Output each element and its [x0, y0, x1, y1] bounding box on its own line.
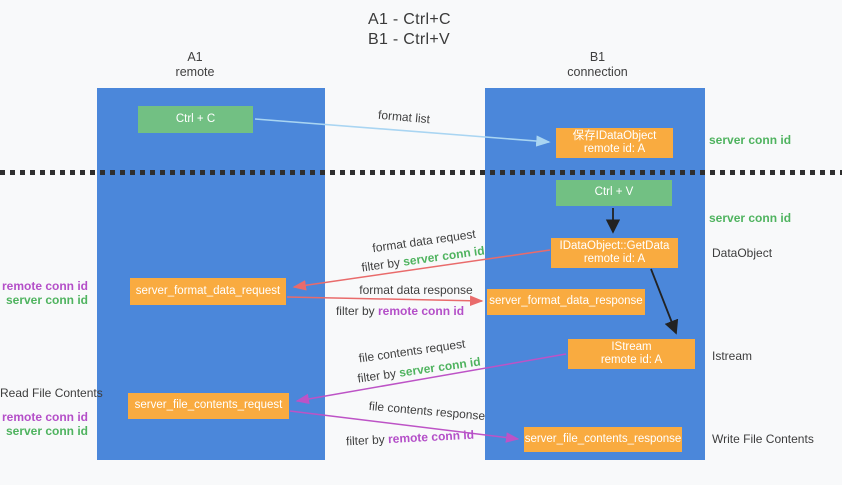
filter-prefix: filter by — [345, 432, 386, 449]
node-ctrl-c-label: Ctrl + C — [175, 112, 216, 125]
column-b1-name: B1 — [589, 50, 606, 64]
node-getdata-line1: IDataObject::GetData — [559, 239, 670, 252]
edge-label-format-list: format list — [377, 107, 431, 127]
node-ctrl-c: Ctrl + C — [138, 106, 253, 133]
filter-prefix: filter by — [335, 304, 375, 318]
node-file-request-label: server_file_contents_request — [134, 399, 283, 412]
title-line-2: B1 - Ctrl+V — [368, 31, 450, 48]
node-server-file-contents-response: server_file_contents_response — [524, 427, 682, 452]
node-server-file-contents-request: server_file_contents_request — [128, 393, 289, 419]
annotation-server-conn-id-mid: server conn id — [709, 211, 792, 225]
node-save-idataobject-line2: remote id: A — [583, 143, 646, 155]
column-b1-subtitle: connection — [567, 65, 628, 79]
column-a1-name: A1 — [187, 50, 203, 64]
node-save-idataobject-line1: 保存IDataObject — [572, 129, 657, 142]
filter-prefix: filter by — [356, 366, 397, 386]
node-server-format-data-request: server_format_data_request — [130, 278, 286, 305]
node-ctrl-v-label: Ctrl + V — [594, 186, 634, 199]
node-istream-line2: remote id: A — [600, 354, 663, 366]
node-format-request-label: server_format_data_request — [135, 284, 281, 297]
node-file-response-label: server_file_contents_response — [524, 432, 682, 445]
edge-label-filter-file-response: filter by remote conn id — [346, 428, 475, 449]
node-save-idataobject: 保存IDataObject remote id: A — [556, 128, 673, 158]
edge-label-filter-format-response: filter by remote conn id — [336, 304, 464, 318]
node-istream: IStream remote id: A — [568, 339, 695, 369]
annotation-remote-conn-id: remote conn id — [1, 410, 88, 424]
node-ctrl-v: Ctrl + V — [556, 180, 672, 206]
filter-prefix: filter by — [360, 255, 401, 275]
node-getdata-line2: remote id: A — [583, 253, 646, 265]
annotation-server-conn-id: server conn id — [5, 293, 88, 307]
annotation-server-conn-id-top: server conn id — [709, 133, 792, 147]
title-line-1: A1 - Ctrl+C — [368, 11, 451, 28]
annotation-format-conn-ids: remote conn id server conn id — [0, 279, 88, 307]
filter-key-remote-conn-id: remote conn id — [387, 427, 475, 447]
column-a1-subtitle: remote — [175, 65, 215, 79]
column-header-a1: A1 remote — [150, 50, 240, 80]
node-idataobject-getdata: IDataObject::GetData remote id: A — [551, 238, 678, 268]
node-server-format-data-response: server_format_data_response — [487, 289, 645, 315]
annotation-dataobject: DataObject — [712, 246, 773, 260]
annotation-server-conn-id: server conn id — [5, 424, 88, 438]
annotation-read-file-contents: Read File Contents — [0, 386, 103, 400]
annotation-remote-conn-id: remote conn id — [1, 279, 88, 293]
page-title: A1 - Ctrl+C B1 - Ctrl+V — [368, 10, 451, 50]
annotation-write-file-contents: Write File Contents — [712, 432, 814, 446]
column-header-b1: B1 connection — [550, 50, 645, 80]
filter-key-remote-conn-id: remote conn id — [378, 304, 465, 318]
edge-label-file-contents-response: file contents response — [368, 398, 486, 424]
annotation-istream: Istream — [712, 349, 753, 363]
edge-label-format-data-response: format data response — [359, 283, 473, 297]
copy-paste-divider-line — [0, 170, 842, 175]
annotation-file-conn-ids: remote conn id server conn id — [0, 410, 88, 438]
node-format-response-label: server_format_data_response — [489, 295, 643, 308]
node-istream-line1: IStream — [611, 340, 652, 353]
